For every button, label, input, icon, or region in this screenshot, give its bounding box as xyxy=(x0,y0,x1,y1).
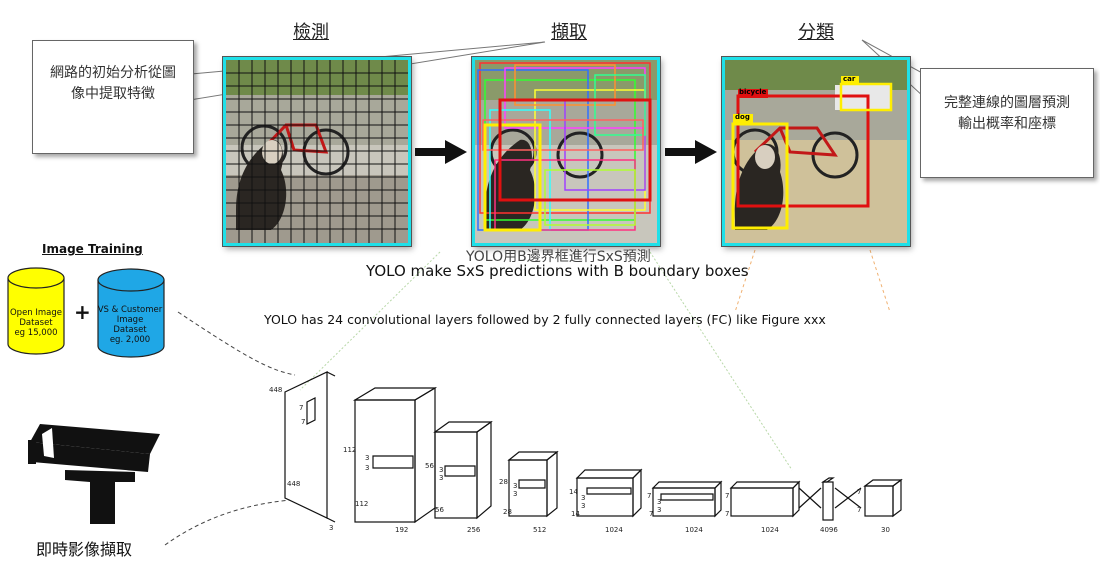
dim-b2-channels: 256 xyxy=(467,526,481,534)
dim-b3-bottom: 28 xyxy=(503,508,512,516)
callout-feature-extraction: 網路的初始分析從圖 像中提取特徵 xyxy=(32,40,194,154)
label-bicycle: bicycle xyxy=(739,88,767,96)
dim-b1-ka: 3 xyxy=(365,454,369,462)
dim-input-side: 448 xyxy=(269,386,282,394)
dim-input-channels: 3 xyxy=(329,524,333,532)
callout-right-line2: 輸出概率和座標 xyxy=(958,116,1056,132)
dim-b4-bottom: 14 xyxy=(571,510,580,518)
dim-b6-channels: 1024 xyxy=(761,526,779,534)
classified-photo xyxy=(725,60,907,243)
conv-block-3 xyxy=(507,450,559,518)
callout-right-line1: 完整連線的圖層預測 xyxy=(944,95,1070,111)
cnn-architecture-diagram: 448 448 7 7 3 112 112 3 3 192 56 56 3 3 … xyxy=(269,371,903,534)
dim-out-side: 7 xyxy=(857,488,861,496)
label-dog: dog xyxy=(735,113,750,121)
bounding-box-predictions xyxy=(475,60,657,243)
dim-b5-ka: 3 xyxy=(657,498,661,506)
label-car: car xyxy=(843,75,856,83)
security-camera-icon xyxy=(28,424,160,524)
dim-b1-side: 112 xyxy=(343,446,356,454)
panel-detect-grid xyxy=(223,57,411,246)
conv-block-1 xyxy=(352,386,438,524)
dim-b4-channels: 1024 xyxy=(605,526,623,534)
callout-left-line1: 網路的初始分析從圖 xyxy=(50,65,176,81)
callout-left-line2: 像中提取特徵 xyxy=(71,86,155,102)
dim-b2-ka: 3 xyxy=(439,466,443,474)
dim-b3-channels: 512 xyxy=(533,526,546,534)
db1-line1: Open Image xyxy=(9,308,63,318)
conv-block-2 xyxy=(433,420,493,520)
database-icons xyxy=(7,267,165,358)
grid-overlay xyxy=(226,60,408,243)
bicycle-box xyxy=(736,94,870,208)
dim-b4-ka: 3 xyxy=(581,494,585,502)
dim-b4-side: 14 xyxy=(569,488,578,496)
dim-b1-channels: 192 xyxy=(395,526,408,534)
panel-classify-result: bicycle car dog xyxy=(722,57,910,246)
dim-input-bottom: 448 xyxy=(287,480,300,488)
db2-line2: Image xyxy=(116,315,144,325)
panel-extract-boxes xyxy=(472,57,660,246)
db1-label: Open Image Dataset eg 15,000 xyxy=(8,308,64,338)
dim-b5-bottom: 7 xyxy=(649,510,653,518)
dog-bicycle-photo-grid xyxy=(226,60,408,243)
db2-line4: eg. 2,000 xyxy=(109,335,151,345)
arrow-right-icon xyxy=(415,140,467,164)
dim-b1-bottom: 112 xyxy=(355,500,368,508)
conv-block-5 xyxy=(651,480,723,518)
db1-line3: eg 15,000 xyxy=(14,328,58,338)
database-icon xyxy=(7,267,65,355)
database-icon xyxy=(97,268,165,358)
dim-b3-kb: 3 xyxy=(513,490,517,498)
fc-layer-1 xyxy=(821,477,835,521)
conv-block-4 xyxy=(575,468,643,518)
db1-line2: Dataset xyxy=(19,318,53,328)
dim-fc1-channels: 4096 xyxy=(820,526,838,534)
plus-sign: + xyxy=(74,300,91,324)
training-title: Image Training xyxy=(42,242,143,256)
output-layer xyxy=(863,478,903,518)
input-layer xyxy=(284,371,328,519)
heading-classify: 分類 xyxy=(798,22,834,43)
caption-chinese: YOLO用B邊界框進行SxS預測 xyxy=(466,249,651,265)
arrow-right-icon xyxy=(665,140,717,164)
dim-input-kernel-a: 7 xyxy=(299,404,303,412)
dim-b6-side: 7 xyxy=(725,492,729,500)
db2-line1: VS & Customer xyxy=(97,305,163,315)
caption-english: YOLO make SxS predictions with B boundar… xyxy=(366,262,749,280)
dim-b2-bottom: 56 xyxy=(435,506,444,514)
dim-out-channels: 30 xyxy=(881,526,890,534)
car-box xyxy=(839,82,893,112)
dim-b2-kb: 3 xyxy=(439,474,443,482)
dim-b5-channels: 1024 xyxy=(685,526,703,534)
dim-b3-ka: 3 xyxy=(513,482,517,490)
callout-prediction-output: 完整連線的圖層預測 輸出概率和座標 xyxy=(920,68,1094,178)
heading-detect: 檢測 xyxy=(293,22,329,43)
dog-box xyxy=(731,122,789,230)
dim-b4-kb: 3 xyxy=(581,502,585,510)
dim-b2-side: 56 xyxy=(425,462,434,470)
dim-b5-side: 7 xyxy=(647,492,651,500)
dim-out-bottom: 7 xyxy=(857,506,861,514)
db2-label: VS & Customer Image Dataset eg. 2,000 xyxy=(97,305,163,345)
dim-b1-kb: 3 xyxy=(365,464,369,472)
conv-block-6 xyxy=(729,480,801,518)
caption-architecture: YOLO has 24 convolutional layers followe… xyxy=(264,312,826,327)
camera-caption: 即時影像擷取 xyxy=(36,540,133,559)
dim-input-kernel-b: 7 xyxy=(301,418,305,426)
db2-line3: Dataset xyxy=(113,325,147,335)
dim-b5-kb: 3 xyxy=(657,506,661,514)
dim-b6-bottom: 7 xyxy=(725,510,729,518)
dim-b3-side: 28 xyxy=(499,478,508,486)
heading-extract: 擷取 xyxy=(551,22,587,43)
